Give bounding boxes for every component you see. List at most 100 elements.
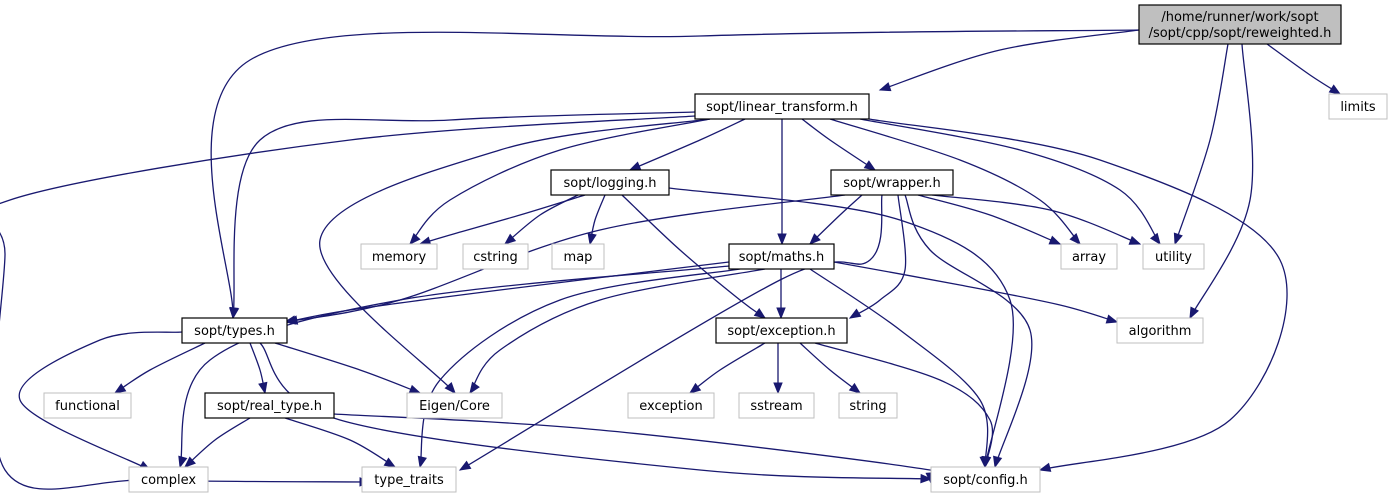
edge-wrapper-to-utility [931, 194, 1142, 245]
node-wrapper[interactable]: sopt/wrapper.h [830, 169, 954, 196]
node-box [1138, 4, 1342, 45]
node-logging[interactable]: sopt/logging.h [550, 169, 670, 196]
arrowhead-icon [1128, 235, 1142, 245]
edge-line [210, 29, 1140, 319]
edge-types-to-eigen [274, 342, 422, 394]
edge-maths-to-complex [178, 265, 730, 469]
edge-wrapper-to-array [917, 194, 1062, 245]
edge-real_type-to-complex [183, 417, 251, 468]
edge-root-to-utility [1173, 43, 1229, 246]
node-complex: complex [128, 466, 209, 493]
node-label: sopt/logging.h [564, 176, 657, 191]
node-label: array [1072, 250, 1106, 265]
edge-line [284, 417, 396, 468]
arrowhead-icon [417, 455, 427, 469]
arrowhead-icon [183, 456, 196, 468]
edge-line [814, 342, 994, 468]
edge-maths-to-type_traits [417, 268, 741, 469]
node-box [43, 392, 132, 419]
node-label: sopt/config.h [943, 473, 1028, 488]
edge-linear_transform-to-types [229, 111, 696, 320]
node-label: memory [372, 250, 427, 265]
node-label: string [849, 399, 886, 414]
edge-line [689, 342, 766, 394]
arrowhead-icon [809, 233, 821, 245]
arrowhead-icon [1189, 306, 1199, 320]
arrowhead-icon [1149, 232, 1161, 246]
node-exception-h[interactable]: sopt/exception.h [715, 317, 848, 344]
edge-line [459, 194, 883, 471]
node-real-type[interactable]: sopt/real_type.h [204, 392, 335, 419]
edge-line [179, 265, 730, 468]
node-types[interactable]: sopt/types.h [181, 317, 288, 344]
edge-line [799, 342, 861, 394]
arrowhead-icon [628, 161, 642, 171]
node-exception: exception [627, 392, 715, 419]
arrowhead-icon [113, 383, 127, 394]
edge-line [1174, 43, 1229, 245]
node-box [181, 317, 288, 344]
node-label: /home/runner/work/sopt [1161, 10, 1318, 25]
edge-wrapper-to-config [904, 194, 1033, 469]
arrowhead-icon [993, 455, 1003, 469]
edge-line [469, 268, 766, 394]
edge-line [801, 118, 876, 171]
dependency-edges [0, 29, 1342, 490]
arrowhead-icon [848, 308, 862, 319]
edge-wrapper-to-exception_h [848, 194, 907, 319]
edge-maths-to-eigen [469, 268, 766, 395]
edge-line [419, 194, 586, 245]
edge-real_type-to-type_traits [284, 417, 397, 468]
arrowhead-icon [1038, 462, 1052, 472]
node-root[interactable]: /home/runner/work/sopt/sopt/cpp/sopt/rew… [1138, 4, 1342, 45]
edge-linear_transform-to-wrapper [801, 118, 877, 171]
edge-exception_h-to-sstream [773, 343, 783, 395]
node-maths[interactable]: sopt/maths.h [728, 243, 835, 270]
node-label: algorithm [1129, 324, 1192, 339]
arrowhead-icon [1048, 235, 1062, 245]
edge-linear_transform-to-eigen [319, 118, 711, 395]
arrowhead-icon [587, 232, 597, 246]
arrowhead-icon [688, 382, 702, 394]
node-utility: utility [1142, 243, 1205, 270]
node-box [738, 392, 815, 419]
node-label: sopt/exception.h [727, 324, 835, 339]
edge-line [668, 187, 1014, 468]
edge-line [849, 194, 907, 319]
edge-linear_transform-to-memory [409, 118, 711, 245]
node-label: sopt/wrapper.h [843, 176, 940, 191]
arrowhead-icon [981, 456, 991, 469]
node-map: map [551, 243, 605, 270]
arrowhead-icon [469, 381, 480, 395]
arrowhead-icon [753, 308, 767, 319]
node-label: /sopt/cpp/sopt/reweighted.h [1149, 26, 1332, 41]
node-box [462, 243, 529, 270]
edge-types-to-real_type [249, 342, 268, 395]
node-algorithm: algorithm [1116, 317, 1204, 344]
node-config: sopt/config.h [930, 466, 1041, 493]
edge-line [319, 118, 711, 394]
node-box [930, 466, 1041, 493]
node-linear-transform[interactable]: sopt/linear_transform.h [694, 93, 870, 120]
edge-line [621, 194, 766, 319]
edge-exception_h-to-config [814, 342, 994, 469]
node-box [1116, 317, 1204, 344]
edge-exception_h-to-string [799, 342, 862, 394]
node-box [1328, 93, 1388, 120]
node-label: type_traits [374, 473, 444, 488]
edge-linear_transform-to-utility [859, 118, 1161, 246]
node-label: Eigen/Core [419, 399, 490, 414]
arrowhead-icon [1105, 314, 1119, 324]
node-sstream: sstream [738, 392, 815, 419]
edge-line [629, 118, 746, 171]
edge-line [809, 194, 863, 245]
node-box [361, 466, 457, 493]
edge-logging-to-cstring [503, 194, 579, 245]
arrowhead-icon [878, 82, 892, 92]
node-box [728, 243, 835, 270]
edge-linear_transform-to-logging [628, 118, 746, 171]
edge-line [859, 118, 1161, 245]
node-label: sopt/maths.h [739, 250, 825, 265]
node-box [627, 392, 715, 419]
edge-line [18, 331, 183, 471]
